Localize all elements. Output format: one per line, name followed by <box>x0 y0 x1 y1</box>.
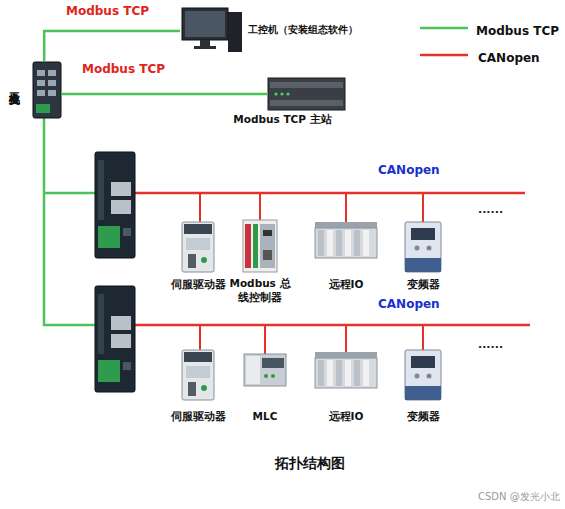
switch-device-part <box>33 62 61 118</box>
switch-device-part <box>48 90 56 96</box>
computer-device-part <box>182 8 228 40</box>
continuation-dots: ...... <box>478 338 503 351</box>
device-icon-part <box>182 222 214 272</box>
canopen-bus-part <box>345 193 347 222</box>
device-icon-part <box>243 220 277 272</box>
servo-node: 伺服驱动器 <box>182 350 214 400</box>
switch-device-part <box>37 70 45 76</box>
remote-io-node: 远程IO <box>315 222 377 260</box>
canopen-bus-part <box>422 325 424 350</box>
canopen-bus-part <box>259 193 261 220</box>
canopen-bus-part <box>345 325 347 352</box>
link-label: Modbus TCP <box>82 62 165 76</box>
legend-text: CANopen <box>478 51 540 65</box>
plc-device-part <box>268 78 345 110</box>
canopen-bus-part <box>199 325 201 350</box>
canopen-bus-part <box>135 324 530 327</box>
device-icon-part <box>405 222 441 272</box>
servo-node: 伺服驱动器 <box>182 222 214 272</box>
diagram-caption: 拓扑结构图 <box>0 455 565 473</box>
switch-node: 工业交换机 <box>33 62 61 118</box>
ethernet-link <box>61 93 268 96</box>
device-icon-part <box>315 352 377 388</box>
canopen-bus <box>135 193 530 354</box>
plc-device-part <box>270 82 343 88</box>
computer-device-part <box>185 11 225 37</box>
plc-device-part <box>280 92 283 95</box>
switch-device-part <box>37 90 45 96</box>
device-label: Modbus TCP 主站 <box>208 113 358 127</box>
device-icon-part <box>315 222 377 258</box>
computer-node: 工控机（安装组态软件） <box>180 6 242 56</box>
legend-samples <box>420 28 468 55</box>
plc-device-part <box>274 92 277 95</box>
computer-device-part <box>200 40 210 46</box>
bus-name: CANopen <box>378 163 440 177</box>
plc-device <box>268 78 345 110</box>
device-icon-part <box>244 354 286 386</box>
ethernet-link <box>44 31 180 62</box>
plc-node: Modbus TCP 主站 <box>268 78 345 110</box>
gateway-device-part <box>95 286 135 392</box>
gateway-device <box>95 152 135 392</box>
ethernet-wire-part <box>43 324 95 327</box>
gateway-device-part <box>95 152 135 258</box>
device-label: 工控机（安装组态软件） <box>248 23 358 36</box>
legend-text: Modbus TCP <box>476 24 559 38</box>
device-icon <box>182 220 441 400</box>
device-icon-part <box>182 350 214 400</box>
watermark: CSDN @发光小北 <box>478 490 560 504</box>
legend-item: Modbus TCP <box>476 20 559 39</box>
switch-device-part <box>48 70 56 76</box>
continuation-dots: ...... <box>478 203 503 216</box>
bus-name: CANopen <box>378 297 440 311</box>
device-label: MLC <box>225 410 305 424</box>
device-label: 变频器 <box>383 410 463 424</box>
inverter-node: 变频器 <box>405 350 441 400</box>
ethernet-wire-part <box>43 192 95 195</box>
canopen-bus-part <box>135 192 525 195</box>
device-icon-part <box>405 350 441 400</box>
mlc-node: MLC <box>244 354 286 386</box>
ethernet-wire-part <box>43 118 46 326</box>
legend-item: CANopen <box>478 47 540 66</box>
device-label: 远程IO <box>306 278 386 292</box>
legend-samples-part <box>420 54 468 57</box>
device-label: 伺服驱动器 <box>158 410 238 424</box>
computer-device <box>182 8 242 52</box>
plc-device-part <box>270 100 343 106</box>
ethernet-wire <box>43 118 95 326</box>
switch-device-part <box>48 80 56 86</box>
switch-device <box>33 62 61 118</box>
switch-device-part <box>36 104 50 113</box>
plc-device-part <box>286 92 289 95</box>
link-label: Modbus TCP <box>66 4 149 18</box>
controller-node: Modbus 总线控制器 <box>243 220 277 272</box>
computer-device-part <box>194 46 216 49</box>
switch-device-part <box>37 80 45 86</box>
device-label: 变频器 <box>383 278 463 292</box>
legend-samples-part <box>420 27 468 30</box>
canopen-bus-part <box>422 193 424 222</box>
inverter-node: 变频器 <box>405 222 441 272</box>
canopen-bus-part <box>199 193 201 222</box>
device-label: 伺服驱动器 <box>158 278 238 292</box>
device-label: Modbus 总线控制器 <box>229 277 291 304</box>
remote-io-node: 远程IO <box>315 352 377 390</box>
computer-device-part <box>228 12 242 52</box>
device-label: 远程IO <box>306 410 386 424</box>
canopen-bus-part <box>264 325 266 354</box>
